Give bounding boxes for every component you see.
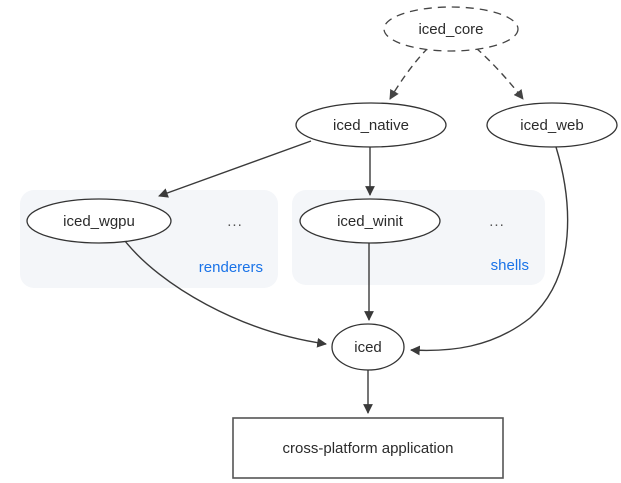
iced-web-label: iced_web: [520, 117, 583, 134]
node-iced-native[interactable]: iced_native: [295, 102, 447, 148]
node-iced-wgpu[interactable]: iced_wgpu: [26, 198, 172, 244]
node-iced[interactable]: iced: [331, 323, 405, 371]
edges-layer: [124, 47, 569, 414]
iced-native-ellipse[interactable]: [295, 102, 447, 148]
iced-native-label: iced_native: [333, 117, 409, 134]
iced-winit-label: iced_winit: [337, 213, 404, 230]
renderers-label: renderers: [199, 259, 263, 276]
node-iced-core[interactable]: iced_core: [383, 6, 519, 52]
iced-label: iced: [354, 339, 382, 356]
renderers-ellipsis: ...: [227, 213, 243, 230]
shells-label: shells: [491, 257, 529, 274]
iced-core-label: iced_core: [418, 21, 483, 38]
iced-core-ellipse[interactable]: [383, 6, 519, 52]
application-box[interactable]: [232, 417, 504, 479]
node-application[interactable]: cross-platform application: [232, 417, 504, 479]
iced-ellipse[interactable]: [331, 323, 405, 371]
edge-web-to-iced: [410, 146, 569, 356]
node-iced-winit[interactable]: iced_winit: [299, 198, 441, 244]
node-iced-web[interactable]: iced_web: [486, 102, 618, 148]
application-label: cross-platform application: [283, 440, 454, 457]
iced-winit-ellipse[interactable]: [299, 198, 441, 244]
edge-core-to-web: [475, 47, 524, 100]
edge-wgpu-to-iced: [124, 240, 327, 348]
iced-wgpu-label: iced_wgpu: [63, 213, 135, 230]
shells-ellipsis: ...: [489, 213, 505, 230]
iced-wgpu-ellipse[interactable]: [26, 198, 172, 244]
edge-native-to-wgpu: [158, 140, 312, 198]
iced-web-ellipse[interactable]: [486, 102, 618, 148]
edge-core-to-native: [389, 47, 429, 100]
